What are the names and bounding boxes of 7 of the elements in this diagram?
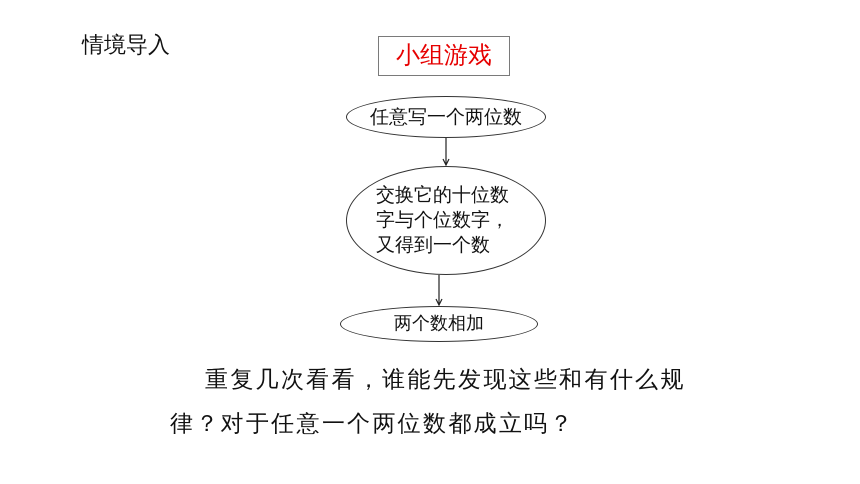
node-text: 任意写一个两位数 [370,104,522,130]
question-text: 重复几次看看，谁能先发现这些和有什么规律？对于任意一个两位数都成立吗？ [170,366,687,439]
node-text: 交换它的十位数字与个位数字，又得到一个数 [376,183,510,258]
node-text: 两个数相加 [394,312,484,336]
node-text: 小组游戏 [396,40,492,72]
heading-box [378,36,510,76]
heading: 情境导入 [82,32,170,60]
